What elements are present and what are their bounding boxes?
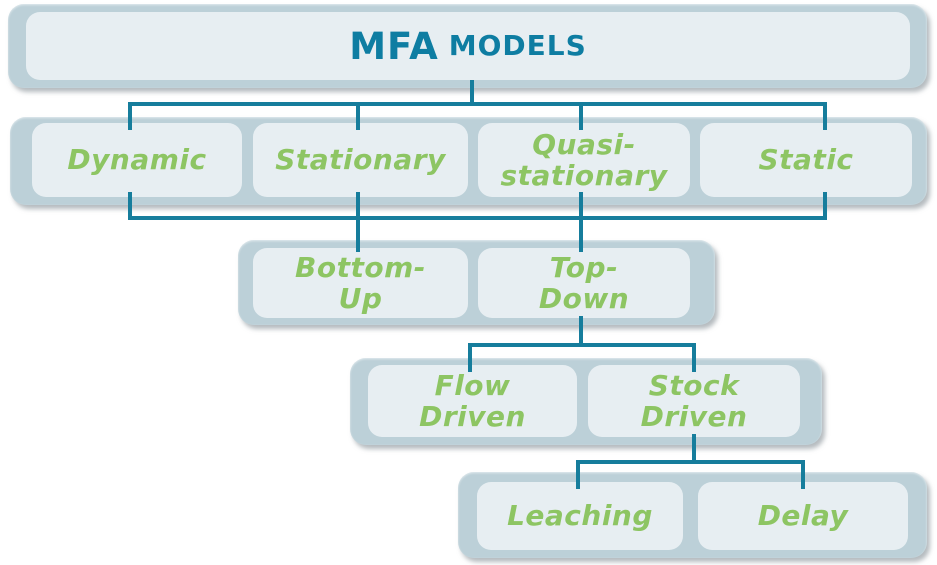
connector-riser-flow-driven [468, 343, 472, 372]
node-flow-driven: Flow Driven [368, 365, 577, 437]
connector-riser-dynamic [128, 102, 132, 130]
node-leaching-label: Leaching [507, 499, 653, 533]
node-bottom-up: Bottom- Up [253, 248, 468, 318]
node-stock-driven: Stock Driven [588, 365, 800, 437]
connector-riser-quasi-stationary [579, 102, 583, 130]
node-bottom-up-label-2: Up [338, 282, 383, 315]
node-dynamic-label: Dynamic [67, 143, 207, 177]
node-stationary-label: Stationary [275, 143, 446, 177]
connector-drop-dynamic [128, 192, 132, 220]
node-flow-driven-label: Flow [434, 368, 511, 402]
connector-riser-leaching [576, 460, 580, 489]
node-stock-driven-label: Stock [648, 368, 740, 402]
node-bottom-up-label: Bottom- [295, 250, 426, 284]
connector-bus-level4-top [468, 343, 696, 347]
title-word-text: MODELS [448, 29, 587, 62]
connector-riser-static [823, 102, 827, 130]
connector-riser-delay [801, 460, 805, 489]
connector-riser-stationary [356, 102, 360, 130]
node-dynamic: Dynamic [32, 123, 242, 197]
node-top-down-label-2: Down [538, 282, 630, 315]
node-static-label: Static [758, 143, 854, 177]
node-quasi-stationary-label-2: stationary [500, 159, 668, 192]
connector-drop-stationary-to-bottom-up [356, 192, 360, 252]
node-quasi-stationary-label: Quasi- [532, 127, 636, 161]
node-mfa-models: MFA MODELS [26, 12, 910, 80]
connector-drop-top-down [579, 316, 583, 347]
connector-drop-stock-driven [692, 434, 696, 464]
node-stationary: Stationary [253, 123, 468, 197]
connector-bus-level2-top [128, 102, 827, 106]
node-delay-label: Delay [757, 499, 849, 533]
connector-drop-static [823, 192, 827, 220]
node-stock-driven-label-2: Driven [640, 400, 748, 433]
node-top-down: Top- Down [478, 248, 690, 318]
connector-bus-level2-bottom [128, 216, 827, 220]
node-leaching: Leaching [477, 482, 683, 550]
connector-root-drop [470, 80, 474, 106]
connector-bus-level5-top [576, 460, 805, 464]
node-top-down-label: Top- [549, 250, 619, 284]
connector-drop-quasi-to-top-down [579, 192, 583, 252]
node-static: Static [700, 123, 912, 197]
node-flow-driven-label-2: Driven [419, 400, 526, 433]
title-brand-text: MFA [349, 24, 439, 68]
node-quasi-stationary: Quasi- stationary [478, 123, 690, 197]
node-delay: Delay [698, 482, 908, 550]
connector-riser-stock-driven [692, 343, 696, 372]
